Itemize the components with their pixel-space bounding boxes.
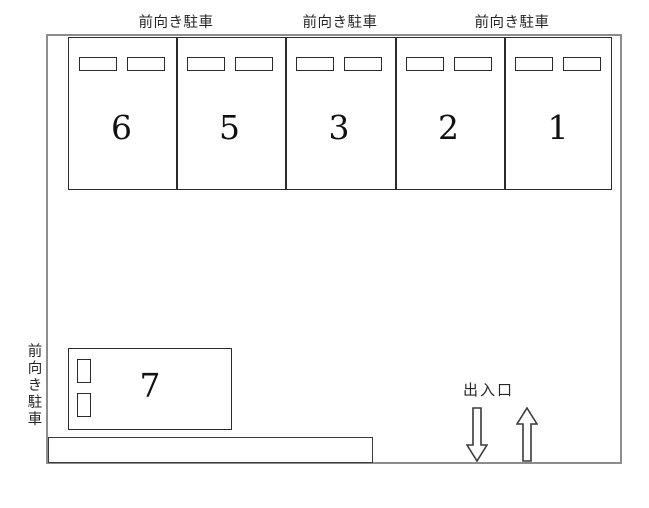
side-label-char: 駐 bbox=[27, 395, 43, 411]
wheel-stop-icon bbox=[563, 57, 601, 71]
stall-divider-4 bbox=[504, 38, 506, 189]
side-label-char: 車 bbox=[27, 412, 43, 428]
wheel-stop-icon bbox=[186, 57, 225, 71]
lot-boundary-bottom bbox=[46, 462, 622, 464]
stall-number-label: 6 bbox=[111, 108, 132, 147]
parking-stall-3[interactable]: 3 bbox=[285, 37, 393, 190]
stall-number-label: 7 bbox=[139, 366, 161, 405]
stall-divider-2 bbox=[285, 38, 287, 189]
bottom-boundary-bar bbox=[48, 437, 373, 463]
parking-stall-6[interactable]: 6 bbox=[68, 37, 175, 190]
parking-stall-1[interactable]: 1 bbox=[504, 37, 612, 190]
wheel-stops-group bbox=[285, 57, 393, 71]
stall-divider-3 bbox=[395, 38, 397, 189]
top-label-stall-6-5: 前向き駐車 bbox=[138, 15, 214, 31]
wheel-stop-icon bbox=[234, 57, 273, 71]
entrance-exit-label: 出入口 bbox=[463, 381, 515, 399]
parking-stall-5[interactable]: 5 bbox=[176, 37, 283, 190]
side-label-char: 向 bbox=[27, 361, 43, 377]
wheel-stop-icon bbox=[515, 57, 553, 71]
side-label-char: き bbox=[27, 378, 43, 394]
wheel-stop-icon bbox=[77, 393, 91, 417]
top-label-stall-3: 前向き駐車 bbox=[302, 15, 378, 31]
parking-stall-2[interactable]: 2 bbox=[395, 37, 502, 190]
wheel-stops-group bbox=[395, 57, 502, 71]
wheel-stop-icon bbox=[405, 57, 444, 71]
top-label-stall-2-1: 前向き駐車 bbox=[474, 15, 550, 31]
exit-arrow-down-icon bbox=[466, 407, 488, 462]
lot-boundary-right bbox=[620, 34, 622, 464]
stall-number-label: 2 bbox=[438, 108, 459, 147]
wheel-stop-icon bbox=[296, 57, 334, 71]
stall-divider-1 bbox=[176, 38, 178, 189]
wheel-stop-icon bbox=[78, 57, 117, 71]
entry-arrow-up-icon bbox=[516, 407, 538, 462]
wheel-stop-icon bbox=[453, 57, 492, 71]
wheel-stops-group bbox=[77, 359, 91, 417]
wheel-stops-group bbox=[68, 57, 175, 71]
wheel-stop-icon bbox=[344, 57, 382, 71]
side-label-char: 前 bbox=[27, 344, 43, 360]
stall-number-label: 3 bbox=[328, 108, 350, 147]
lot-boundary-left bbox=[46, 34, 48, 464]
parking-stall-7[interactable]: 7 bbox=[68, 348, 232, 430]
wheel-stop-icon bbox=[126, 57, 165, 71]
lot-boundary-top bbox=[46, 34, 622, 36]
side-label-front-facing-parking: 前 向 き 駐 車 bbox=[25, 344, 45, 429]
stall-number-label: 5 bbox=[219, 108, 240, 147]
wheel-stop-icon bbox=[77, 359, 91, 383]
stall-number-label: 1 bbox=[547, 108, 569, 147]
wheel-stops-group bbox=[504, 57, 612, 71]
wheel-stops-group bbox=[176, 57, 283, 71]
